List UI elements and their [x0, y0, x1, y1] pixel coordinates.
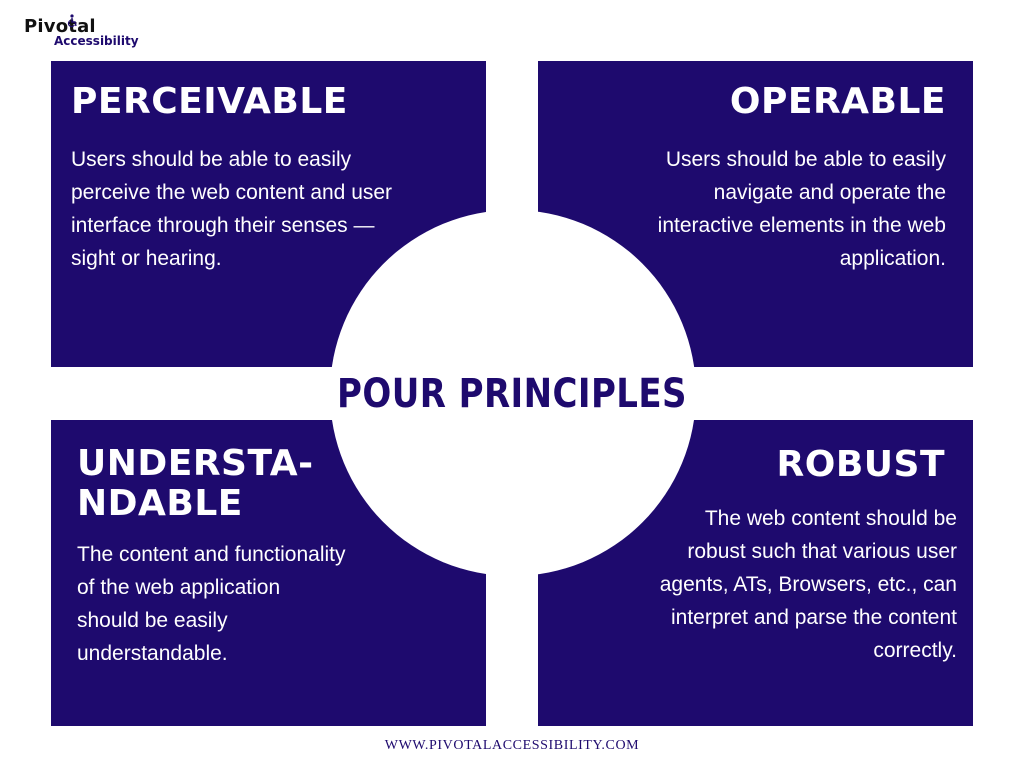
perceivable-title: PERCEIVABLE [71, 81, 348, 122]
robust-description: The web content should be robust such th… [659, 507, 957, 662]
quadrant-operable: OPERABLE Users should be able to easily … [538, 61, 973, 367]
center-circle [330, 210, 696, 576]
footer-website: WWW.PIVOTALACCESSIBILITY.COM [384, 738, 640, 753]
operable-description: Users should be able to easily navigate … [657, 148, 946, 270]
understandable-description: The content and functionality of the web… [77, 543, 346, 665]
center-title: POUR PRINCIPLES [337, 371, 687, 417]
logo: Pivotal Accessibility [24, 14, 164, 52]
robust-title: ROBUST [776, 444, 945, 485]
logo-subtitle: Accessibility [54, 34, 139, 48]
perceivable-description: Users should be able to easily perceive … [71, 148, 393, 270]
logo-wordmark: Pivotal [24, 16, 96, 37]
wheelchair-icon [67, 14, 77, 28]
understandable-title: UNDERSTA-NDABLE [77, 443, 314, 524]
quadrant-understandable: UNDERSTA-NDABLE The content and function… [51, 420, 486, 726]
operable-title: OPERABLE [729, 81, 946, 122]
